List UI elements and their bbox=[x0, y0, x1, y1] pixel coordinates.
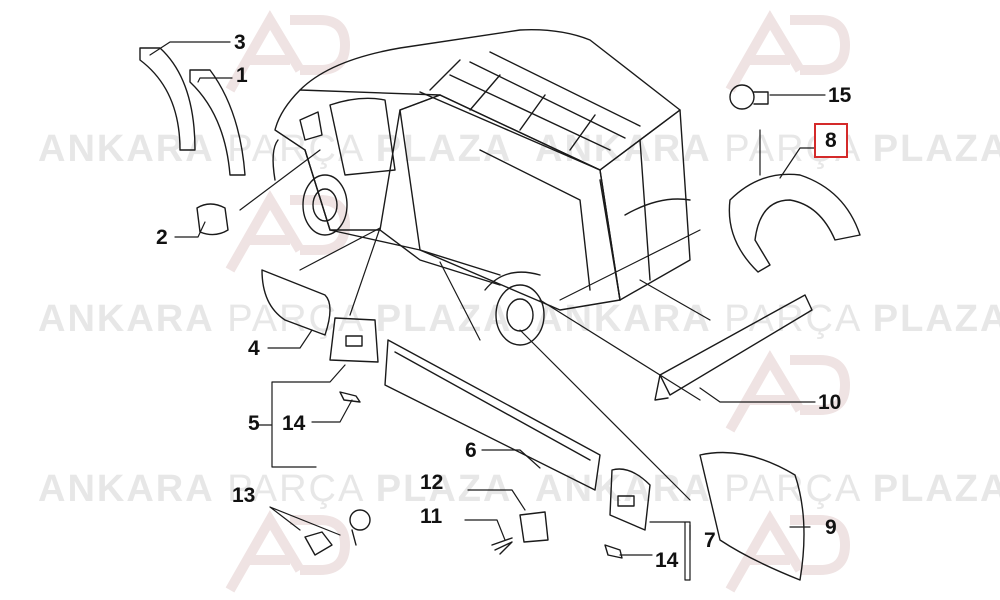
leader-lines bbox=[149, 41, 826, 581]
part-1-arch bbox=[189, 69, 246, 176]
watermark-row-2: ANKARA PARÇA PLAZA bbox=[38, 298, 513, 340]
part-8-arch bbox=[728, 173, 861, 273]
callout-4: 4 bbox=[248, 337, 260, 360]
part-6-strip bbox=[384, 339, 601, 491]
callout-8-highlighted: 8 bbox=[814, 123, 848, 158]
callout-6: 6 bbox=[465, 439, 477, 462]
part-11-screw bbox=[491, 537, 513, 555]
part-12-bracket bbox=[519, 511, 549, 543]
callout-3: 3 bbox=[234, 31, 246, 54]
part-4-panel bbox=[261, 269, 331, 336]
watermark-row-1b: ANKARA PARÇA PLAZA bbox=[535, 128, 1000, 170]
callout-5: 5 bbox=[248, 412, 260, 435]
part-5-plate bbox=[329, 317, 379, 363]
callout-7: 7 bbox=[704, 529, 716, 552]
callout-9: 9 bbox=[825, 516, 837, 539]
callout-2: 2 bbox=[156, 226, 168, 249]
callout-14-bottom: 14 bbox=[655, 549, 679, 572]
part-15-clip bbox=[729, 84, 769, 110]
part-2-piece bbox=[196, 203, 229, 236]
part-10-strip bbox=[654, 294, 813, 401]
van-body bbox=[272, 29, 691, 346]
part-7-plate bbox=[609, 468, 651, 531]
callout-12: 12 bbox=[420, 471, 444, 494]
part-14-fastener-bottom bbox=[604, 544, 623, 559]
part-3-arch bbox=[139, 47, 196, 151]
watermark-row-3: ANKARA PARÇA PLAZA bbox=[38, 468, 513, 510]
watermark-row-2b: ANKARA PARÇA PLAZA bbox=[535, 298, 1000, 340]
callout-11: 11 bbox=[420, 505, 443, 528]
callout-14-top: 14 bbox=[282, 412, 306, 435]
part-9-panel bbox=[699, 451, 805, 581]
callout-1: 1 bbox=[236, 64, 248, 87]
callout-10: 10 bbox=[818, 391, 842, 414]
part-14-fastener-top bbox=[339, 391, 361, 403]
callout-15: 15 bbox=[828, 84, 852, 107]
callout-13: 13 bbox=[232, 484, 256, 507]
watermark-logos bbox=[225, 10, 851, 593]
part-13-clips bbox=[304, 509, 371, 556]
